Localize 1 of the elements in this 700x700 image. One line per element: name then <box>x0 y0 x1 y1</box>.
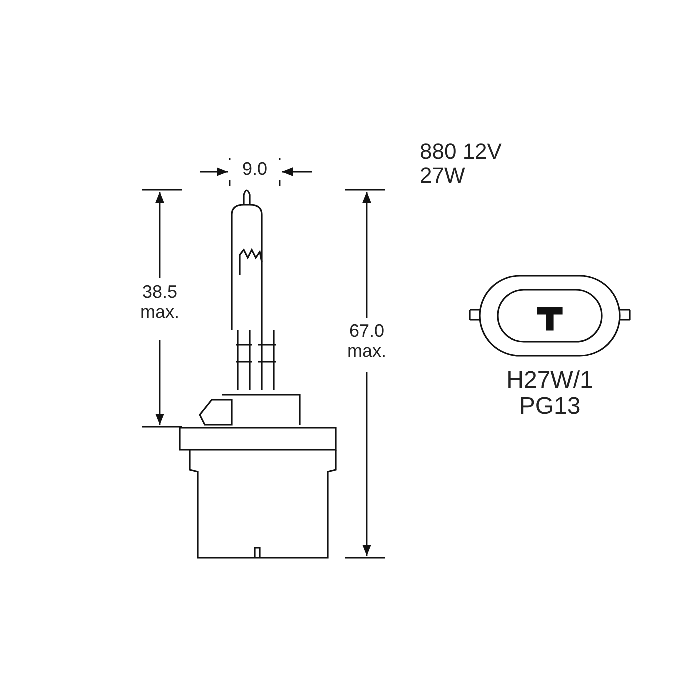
dimension-label: 9.0 <box>228 160 282 180</box>
